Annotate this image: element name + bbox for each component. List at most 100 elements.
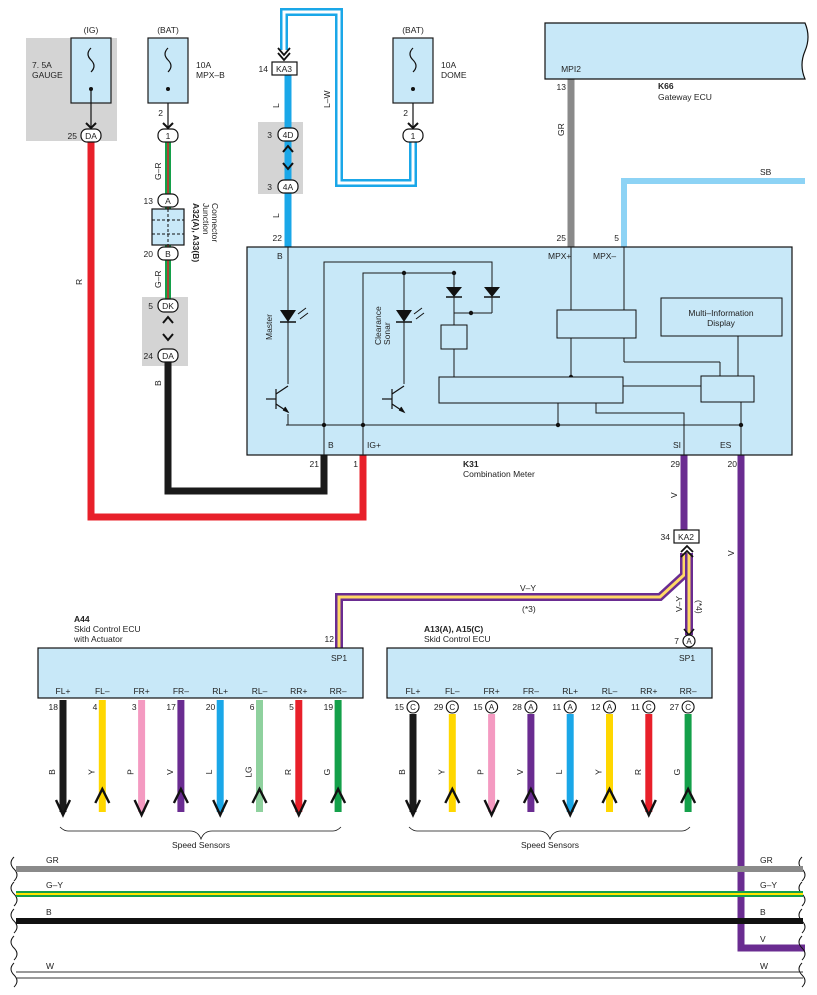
ecu-left-sensors: Speed Sensors <box>172 840 230 850</box>
connector-4d-pin: 3 <box>267 130 272 140</box>
junction-connector-ids: A32(A), A33(B) <box>191 203 201 262</box>
sensor-wire-label: P <box>126 769 136 775</box>
fuse-dome: (BAT) 10A DOME 2 1 <box>392 25 467 143</box>
wire-label-vy-vertical: V–Y <box>674 596 684 612</box>
connector-ka3-pin: 14 <box>259 64 269 74</box>
sensor-wire-label: B <box>47 769 57 775</box>
wire-lw-stripe <box>282 10 415 185</box>
connector-dk-label: DK <box>162 301 174 311</box>
meter-master-label: Master <box>264 314 274 340</box>
pin-label: RR+ <box>640 686 657 696</box>
ecu-left-pins: FL+18BFL–4YFR+3PFR–17VRL+20LRL–6LGRR+5RR… <box>47 686 347 818</box>
pin-label: FR+ <box>483 686 499 696</box>
ecu-right-sp-label: SP1 <box>679 653 695 663</box>
clearance-transistor <box>382 385 406 414</box>
sensor-wire-label: Y <box>594 769 604 775</box>
pin-label: RR– <box>330 686 347 696</box>
meter-id: K31 <box>463 459 479 469</box>
pin-number: 6 <box>250 702 255 712</box>
sensor-wire-label: G <box>322 769 332 776</box>
master-transistor <box>266 385 290 414</box>
fuse-mpxb: (BAT) 10A MPX–B 2 1 <box>147 25 225 143</box>
wire-v-right <box>737 455 805 952</box>
bus-label-right: B <box>760 907 766 917</box>
pin-number: 12 <box>591 702 601 712</box>
connector-4d-label: 4D <box>283 130 294 140</box>
fuse-dome-pin: 1 <box>411 131 416 141</box>
meter-pin-si: SI <box>673 440 681 450</box>
ecu-left-name1: Skid Control ECU <box>74 624 141 634</box>
connector-abs-a: A 7 <box>674 628 696 648</box>
ecu-right-id: A13(A), A15(C) <box>424 624 483 634</box>
connector-dk-pin: 5 <box>148 301 153 311</box>
meter-pin-b-top: B <box>277 251 283 261</box>
wire-vy-stripe <box>337 553 686 648</box>
gateway-pin: 13 <box>557 82 567 92</box>
pin-number: 19 <box>324 702 334 712</box>
gateway-ecu: MPI2 13 K66 Gateway ECU <box>544 22 809 102</box>
master-led <box>280 307 309 323</box>
pin-conn: C <box>646 703 652 712</box>
junction-connector-name2: Connector <box>210 203 220 242</box>
pin-number: 3 <box>132 702 137 712</box>
pin-number: 29 <box>434 702 444 712</box>
fuse-mpxb-source: (BAT) <box>157 25 179 35</box>
pin-label: RL+ <box>212 686 228 696</box>
fuse-mpxb-rating: 10A <box>196 60 211 70</box>
wire-label-v-right: V <box>726 550 736 556</box>
bus-label-left: W <box>46 961 54 971</box>
bus-label-left: B <box>46 907 52 917</box>
sensor-wire-label: V <box>515 769 525 775</box>
pin-label: FR– <box>173 686 189 696</box>
wire-label-v-meter: V <box>669 492 679 498</box>
ecu_left-pin-7: RR– 19G <box>322 686 347 812</box>
pin-conn: A <box>489 703 495 712</box>
wire-label-vy-note: (*3) <box>522 604 536 614</box>
ecu-left-sp-pin: 12 <box>325 634 335 644</box>
pin-number: 17 <box>166 702 176 712</box>
ecu_left-pin-1: FL–4Y <box>86 686 111 812</box>
pin-label: FR+ <box>133 686 149 696</box>
bus-3: V <box>10 934 806 961</box>
clearance-led <box>396 307 425 323</box>
wire-label-l-top: L <box>271 103 281 108</box>
pin-label: RL– <box>602 686 618 696</box>
pin-number: 27 <box>670 702 680 712</box>
ecu-right-sensors: Speed Sensors <box>521 840 579 850</box>
pin-label: FL+ <box>56 686 71 696</box>
ecu_left-pin-2: FR+ 3P <box>126 686 150 818</box>
ecu_left-pin-3: FR–17V <box>165 686 189 812</box>
connector-da2-pin: 24 <box>144 351 154 361</box>
sensor-wire-label: L <box>554 769 564 774</box>
ecu-right-pins: FL+C15BFL–C29YFR+A15PFR–A28VRL+A11LRL–A1… <box>395 686 697 818</box>
meter-pin-25: 25 <box>557 233 567 243</box>
pin-label: FL– <box>95 686 110 696</box>
meter-pin-29: 29 <box>671 459 681 469</box>
connector-jc-bottom-label: B <box>165 249 171 259</box>
wire-label-gr-bottom: G–R <box>153 271 163 288</box>
wire-label-l-mid: L <box>271 213 281 218</box>
meter-pin-b-bottom: B <box>328 440 334 450</box>
connector-4d-4a: 4D 3 4A 3 <box>267 127 299 194</box>
wire-label-lw: L–W <box>322 91 332 108</box>
wire-sb <box>621 178 805 247</box>
meter-sonar-label: Sonar <box>382 322 392 345</box>
sensor-wire-label: Y <box>436 769 446 775</box>
wire-label-sb: SB <box>760 167 772 177</box>
meter-pin-1: 1 <box>353 459 358 469</box>
bus-label-right: G–Y <box>760 880 777 890</box>
bus-label-right: W <box>760 961 768 971</box>
pin-label: RL– <box>252 686 268 696</box>
ecu-right-name: Skid Control ECU <box>424 634 491 644</box>
wire-b-left <box>164 361 328 495</box>
skid-ecu-right: A13(A), A15(C) Skid Control ECU SP1 FL+C… <box>386 624 713 850</box>
pin-label: FR– <box>523 686 539 696</box>
sensor-wire-label: R <box>633 769 643 775</box>
sensor-wire-label: Y <box>86 769 96 775</box>
